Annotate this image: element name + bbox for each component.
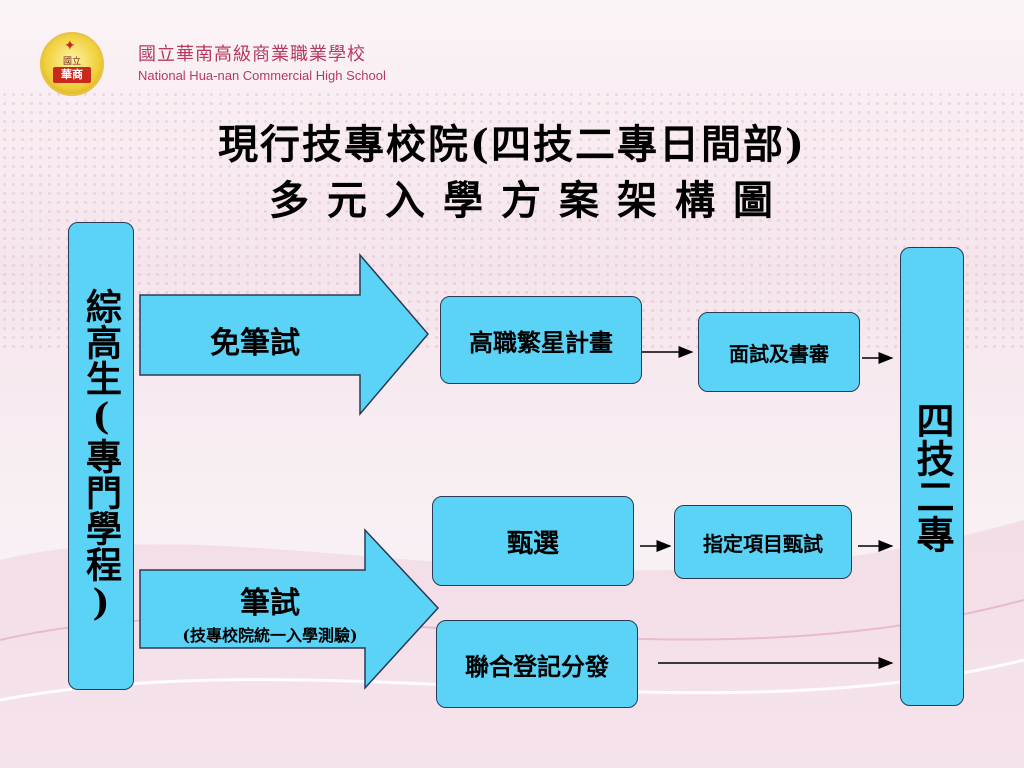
step-specified-test: 指定項目甄試 xyxy=(674,505,852,579)
route-sublabel-exam: (技專校院統一入學測驗) xyxy=(182,626,358,645)
destination-box: 四技二專 xyxy=(900,247,964,706)
page-title-line1: 現行技專校院(四技二專日間部) xyxy=(218,121,806,168)
step-star-program: 高職繁星計畫 xyxy=(440,296,642,384)
route-label-no-exam: 免筆試 xyxy=(210,326,300,361)
step-joint-placement: 聯合登記分發 xyxy=(436,620,638,708)
header: ✦ 國立 華商 國立華南高級商業職業學校 National Hua-nan Co… xyxy=(0,0,1024,110)
big-arrow-exam xyxy=(139,528,440,690)
school-name-en: National Hua-nan Commercial High School xyxy=(138,68,386,83)
logo-bottom-text: 華商 xyxy=(53,67,91,83)
route-label-exam: 筆試 xyxy=(240,586,300,621)
big-arrow-no-exam xyxy=(139,252,429,417)
school-logo: ✦ 國立 華商 xyxy=(40,32,104,96)
page-title-line2: 多元入學方案架構圖 xyxy=(269,177,791,224)
step-interview-review: 面試及書審 xyxy=(698,312,860,392)
logo-top-text: 國立 xyxy=(62,57,81,67)
star-icon: ✦ xyxy=(64,38,76,54)
source-box: 綜高生(專門學程) xyxy=(68,222,134,690)
school-name-zh: 國立華南高級商業職業學校 xyxy=(138,44,366,65)
step-selection: 甄選 xyxy=(432,496,634,586)
